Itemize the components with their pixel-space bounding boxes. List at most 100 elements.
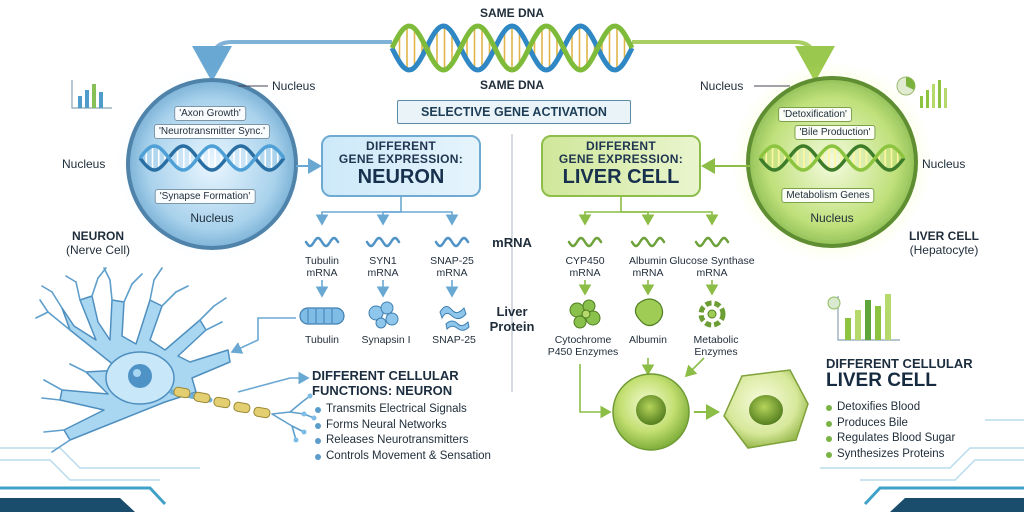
mrna-strand [694, 236, 730, 248]
mrna-strand [567, 236, 603, 248]
liver-gene-detoxification: 'Detoxification' [778, 107, 852, 122]
mrna-strand [304, 236, 340, 248]
liver-protein-2-line-1: Metabolic [693, 334, 739, 346]
albumin-protein-icon [634, 298, 664, 327]
corner-accent-right-stripe [863, 486, 1024, 506]
neuron-gene-axon-growth: 'Axon Growth' [174, 106, 246, 121]
liver-cell-hexagonal [723, 369, 809, 449]
liver-function-item: Detoxifies Blood [826, 400, 955, 416]
neuron-nucleus-inner-label: Nucleus [190, 211, 234, 225]
synapsin-protein-icon [368, 301, 399, 329]
neuron-cell-label: NEURON [71, 229, 125, 243]
circuit-decoration [0, 419, 1024, 481]
liver-protein-2-line-2: Enzymes [694, 346, 738, 358]
liver-functions-title: DIFFERENT CELLULAR LIVER CELL [826, 356, 973, 391]
liver-protein-albumin: Albumin [629, 334, 667, 346]
arrow-proteins-to-neuron [230, 317, 296, 354]
neuron-mrna-0-name: Tubulin [304, 255, 340, 267]
liver-nucleus-tag-left: Nucleus [700, 79, 744, 93]
bar-chart-icon-right [827, 294, 900, 341]
helix-strand [138, 144, 286, 172]
liver-function-item: Produces Bile [826, 416, 955, 432]
neuron-function-item: Controls Movement & Sensation [315, 449, 491, 465]
liver-nucleus-tag-right: Nucleus [922, 157, 966, 171]
liver-functions-title-1: DIFFERENT CELLULAR [826, 356, 973, 371]
liver-gene-bile-production: 'Bile Production' [794, 125, 876, 140]
center-mrna-label: mRNA [492, 235, 532, 250]
liver-expression-text: DIFFERENT GENE EXPRESSION: LIVER CELL [542, 136, 700, 196]
neuron-expression-line-1: DIFFERENT [365, 139, 437, 153]
neuron-expression-box [321, 135, 481, 197]
liver-mrna-cyp450: CYP450 mRNA [565, 255, 604, 279]
neuron-nucleus-tag-left: Nucleus [62, 157, 106, 171]
neuron-functions-title-1: DIFFERENT CELLULAR [312, 368, 459, 383]
liver-mrna-2-name: Glucose Synthase [669, 255, 755, 267]
snap25-protein-icon [439, 306, 470, 331]
neuron-mrna-syn1: SYN1 mRNA [368, 255, 399, 279]
center-protein-label-1: Liver [496, 304, 528, 319]
neuron-protein-synapsin: Synapsin I [361, 334, 411, 346]
neuron-nucleus [116, 68, 308, 260]
liver-mrna-1-type: mRNA [632, 267, 664, 279]
liver-mrna-glucose-synthase: Glucose Synthase mRNA [669, 255, 754, 279]
liver-gene-metabolism: Metabolism Genes [781, 188, 875, 203]
neuron-mrna-snap25: SNAP-25 mRNA [430, 255, 474, 279]
helix-strand [758, 144, 906, 172]
neuron-mrna-2-type: mRNA [436, 267, 468, 279]
neuron-expression-line-2: GENE EXPRESSION: [338, 152, 464, 166]
neuron-illustration [35, 267, 317, 453]
liver-mrna-0-type: mRNA [569, 267, 601, 279]
neuron-function-item: Transmits Electrical Signals [315, 402, 491, 418]
liver-cell-label: LIVER CELL [908, 229, 980, 243]
corner-accent-left-stripe [0, 486, 167, 506]
neuron-expression-title: NEURON [357, 166, 445, 188]
liver-protein-metabolic: Metabolic Enzymes [694, 334, 739, 358]
metabolic-enzyme-icon [698, 300, 726, 328]
liver-functions-list: Detoxifies Blood Produces Bile Regulates… [826, 400, 955, 462]
neuron-nucleus-tag-right: Nucleus [272, 79, 316, 93]
mrna-to-protein-arrows-neuron [315, 280, 459, 298]
neuron-functions-list: Transmits Electrical Signals Forms Neura… [315, 402, 491, 464]
liver-protein-0-line-2: P450 Enzymes [547, 346, 619, 358]
neuron-functions-title-2: FUNCTIONS: NEURON [312, 383, 453, 398]
neuron-expression-text: DIFFERENT GENE EXPRESSION: NEURON [322, 136, 480, 196]
neuron-mrna-1-name: SYN1 [369, 255, 397, 267]
mrna-strand [434, 236, 470, 248]
liver-expression-line-2: GENE EXPRESSION: [558, 152, 684, 166]
neuron-branch-arrows [315, 197, 459, 226]
neuron-mrna-1-type: mRNA [367, 267, 399, 279]
liver-protein-0-line-1: Cytochrome [554, 334, 612, 346]
corner-accent-left [0, 498, 135, 512]
liver-expression-title: LIVER CELL [562, 166, 680, 188]
liver-mrna-albumin: Albumin mRNA [629, 255, 667, 279]
neuron-mrna-0-type: mRNA [306, 267, 338, 279]
neuron-cell-sublabel: (Nerve Cell) [65, 243, 131, 257]
liver-protein-cytochrome: Cytochrome P450 Enzymes [548, 334, 619, 358]
neuron-dna-helix [138, 144, 286, 172]
cytochrome-protein-icon [569, 299, 601, 329]
neuron-functions-title: DIFFERENT CELLULAR FUNCTIONS: NEURON [312, 368, 459, 398]
helix-strand [389, 23, 635, 73]
neuron-function-item: Forms Neural Networks [315, 418, 491, 434]
liver-cell-sublabel: (Hepatocyte) [909, 243, 979, 257]
arrow-dna-to-neuron [192, 40, 392, 82]
liver-branch-arrows [578, 197, 719, 226]
helix-strand [138, 144, 286, 172]
dna-double-helix [389, 23, 635, 73]
tubulin-protein-icon [299, 307, 345, 325]
helix-strand [389, 23, 635, 73]
neuron-mrna-2-name: SNAP-25 [430, 255, 474, 267]
bar-chart-icon-top-left [71, 80, 112, 109]
arrow-neuron-to-functions [237, 371, 310, 393]
liver-dna-helix [758, 144, 906, 172]
liver-nucleus-inner-label: Nucleus [810, 211, 854, 225]
liver-expression-line-1: DIFFERENT [585, 139, 657, 153]
dna-top-label: SAME DNA [479, 6, 545, 20]
mrna-to-protein-arrows-liver [578, 280, 719, 296]
mrna-strand [365, 236, 401, 248]
neuron-mrna-tubulin: Tubulin mRNA [305, 255, 339, 279]
liver-functions-title-2: LIVER CELL [826, 370, 937, 391]
liver-cell-round [612, 373, 690, 451]
helix-strand [758, 144, 906, 172]
mrna-strand [630, 236, 666, 248]
